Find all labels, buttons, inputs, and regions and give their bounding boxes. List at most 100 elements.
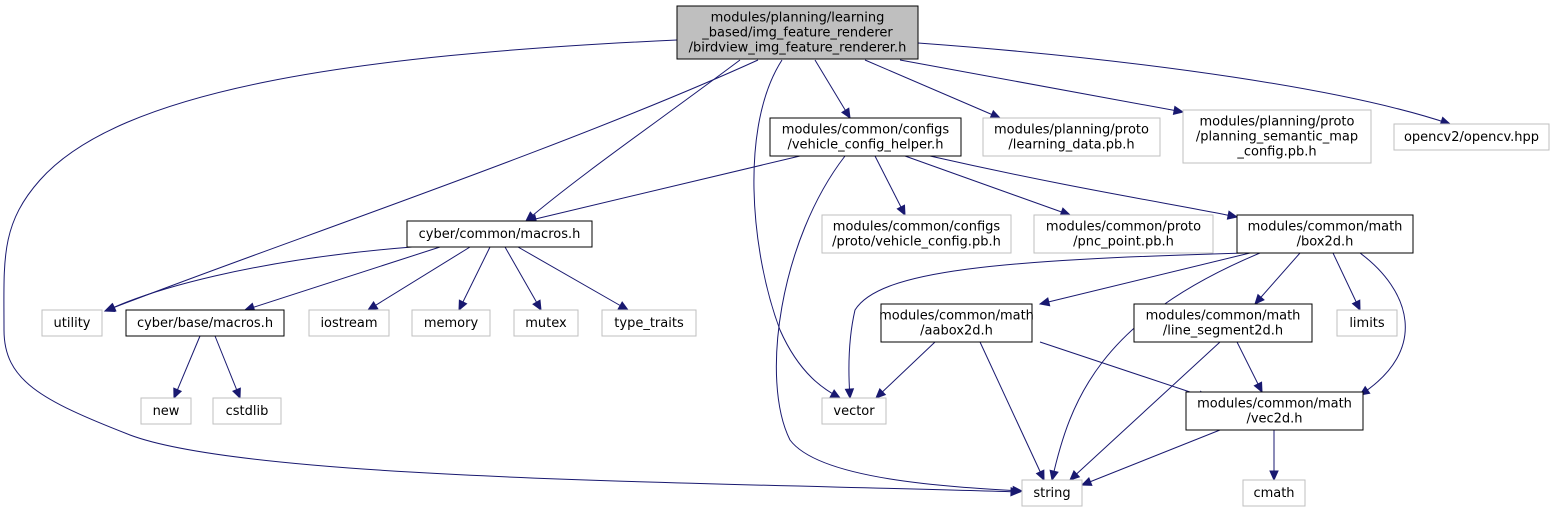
node-cyber_common_macros[interactable]: cyber/common/macros.h [406,220,593,248]
edge-cyber_common_macros-to-type_traits [517,246,630,311]
node-box [41,309,103,337]
node-label-line: modules/planning/learning [711,11,885,26]
node-opencv: opencv2/opencv.hpp [1393,123,1550,151]
edge-cyber_common_macros-to-mutex [504,246,542,312]
node-aabox2d[interactable]: modules/common/math/aabox2d.h [879,303,1034,343]
node-label-line: modules/common/configs [782,123,950,138]
edge-line [1332,252,1361,311]
edge-line [1081,429,1221,486]
edge-line [814,59,851,119]
edge-cyber_base_macros-to-new [173,335,201,400]
edge-line [775,155,1023,492]
edge-root-to-learning_data [864,59,1002,119]
arrow-head [1269,470,1279,482]
edge-box2d-to-vector [844,252,1246,400]
node-label-line: new [153,404,180,419]
node-label-line: /learning_data.pb.h [1008,138,1134,153]
arrow-head [366,300,379,311]
node-vehicle_config_pb: modules/common/configs/proto/vehicle_con… [821,214,1012,254]
node-box2d[interactable]: modules/common/math/box2d.h [1236,214,1414,254]
edge-aabox2d-to-vec2d [1039,341,1210,400]
node-label-line: /proto/vehicle_config.pb.h [832,235,1001,250]
edge-line [1039,252,1251,305]
edge-line [899,59,1184,113]
edge-cyber_base_macros-to-cstdlib [214,335,241,400]
node-label-line: limits [1349,316,1385,331]
node-label-line: vector [833,404,875,419]
node-box [125,309,285,337]
node-cyber_base_macros[interactable]: cyber/base/macros.h [125,309,285,337]
edge-line_segment2d-to-vec2d [1236,341,1263,394]
node-box [1021,479,1083,507]
node-box [1185,391,1364,431]
edge-line [874,155,906,216]
edge-vehicle_config_helper-to-cyber_common_macros [525,155,801,224]
node-label-line: opencv2/opencv.hpp [1404,130,1539,145]
edge-line [929,155,1238,218]
edge-line [904,155,1071,216]
node-box [601,309,697,337]
node-utility: utility [41,309,103,337]
node-label-line: /pnc_point.pb.h [1073,235,1174,250]
node-box [676,5,919,60]
node-box [821,397,887,425]
arrow-head [232,387,241,400]
node-pnc_point: modules/common/proto/pnc_point.pb.h [1033,214,1214,254]
arrow-head [458,299,468,312]
arrow-head [1226,210,1239,220]
node-box [982,117,1161,157]
node-vec2d[interactable]: modules/common/math/vec2d.h [1185,391,1364,431]
edge-line [526,155,801,222]
arrow-head [1049,469,1059,482]
edge-line_segment2d-to-string [1069,341,1221,481]
node-box [140,397,192,425]
edge-root-to-cyber_common_macros [525,59,741,222]
node-box [212,397,282,425]
edge-aabox2d-to-string [979,341,1045,482]
node-label-line: modules/common/proto [1046,220,1201,235]
arrow-head [1080,477,1093,486]
node-box [1393,123,1550,151]
node-label-line: cyber/base/macros.h [137,316,273,331]
edge-line [979,341,1045,481]
edge-line [214,335,241,399]
edge-cyber_common_macros-to-memory [458,246,491,312]
node-label-line: string [1033,486,1070,501]
node-memory: memory [411,309,491,337]
node-label-line: modules/planning/proto [1200,115,1355,130]
node-box [821,214,1012,254]
arrow-head [989,109,1002,119]
edge-line [917,42,1451,125]
arrow-head [1012,485,1024,496]
edge-line [1359,252,1406,396]
node-box [1336,309,1398,337]
arrow-head [617,301,630,311]
edge-vec2d-to-cmath [1269,430,1279,482]
arrow-head [1254,293,1265,305]
edge-box2d-to-string [1049,252,1261,482]
edge-line [1051,252,1261,481]
edge-line [504,246,542,311]
edge-vehicle_config_helper-to-string [775,155,1024,496]
node-label-line: /planning_semantic_map [1196,130,1358,145]
node-mutex: mutex [513,309,579,337]
edge-line [525,59,741,222]
edge-line [3,39,1021,493]
node-iostream: iostream [308,309,390,337]
edge-line [875,341,936,399]
edge-cyber_common_macros-to-cyber_base_macros [243,246,441,312]
node-line_segment2d[interactable]: modules/common/math/line_segment2d.h [1133,303,1313,343]
node-label-line: memory [424,316,479,331]
node-cstdlib: cstdlib [212,397,282,425]
edge-root-to-vehicle_config_helper [814,59,851,120]
node-label-line: type_traits [614,316,684,331]
node-label-line: modules/common/math [879,309,1034,324]
node-box [406,220,593,248]
node-type_traits: type_traits [601,309,697,337]
node-vehicle_config_helper[interactable]: modules/common/configs/vehicle_config_he… [769,117,962,157]
arrow-head [1351,299,1361,312]
arrow-head [1172,105,1185,115]
arrow-head [896,204,906,217]
node-label-line: cmath [1253,486,1294,501]
